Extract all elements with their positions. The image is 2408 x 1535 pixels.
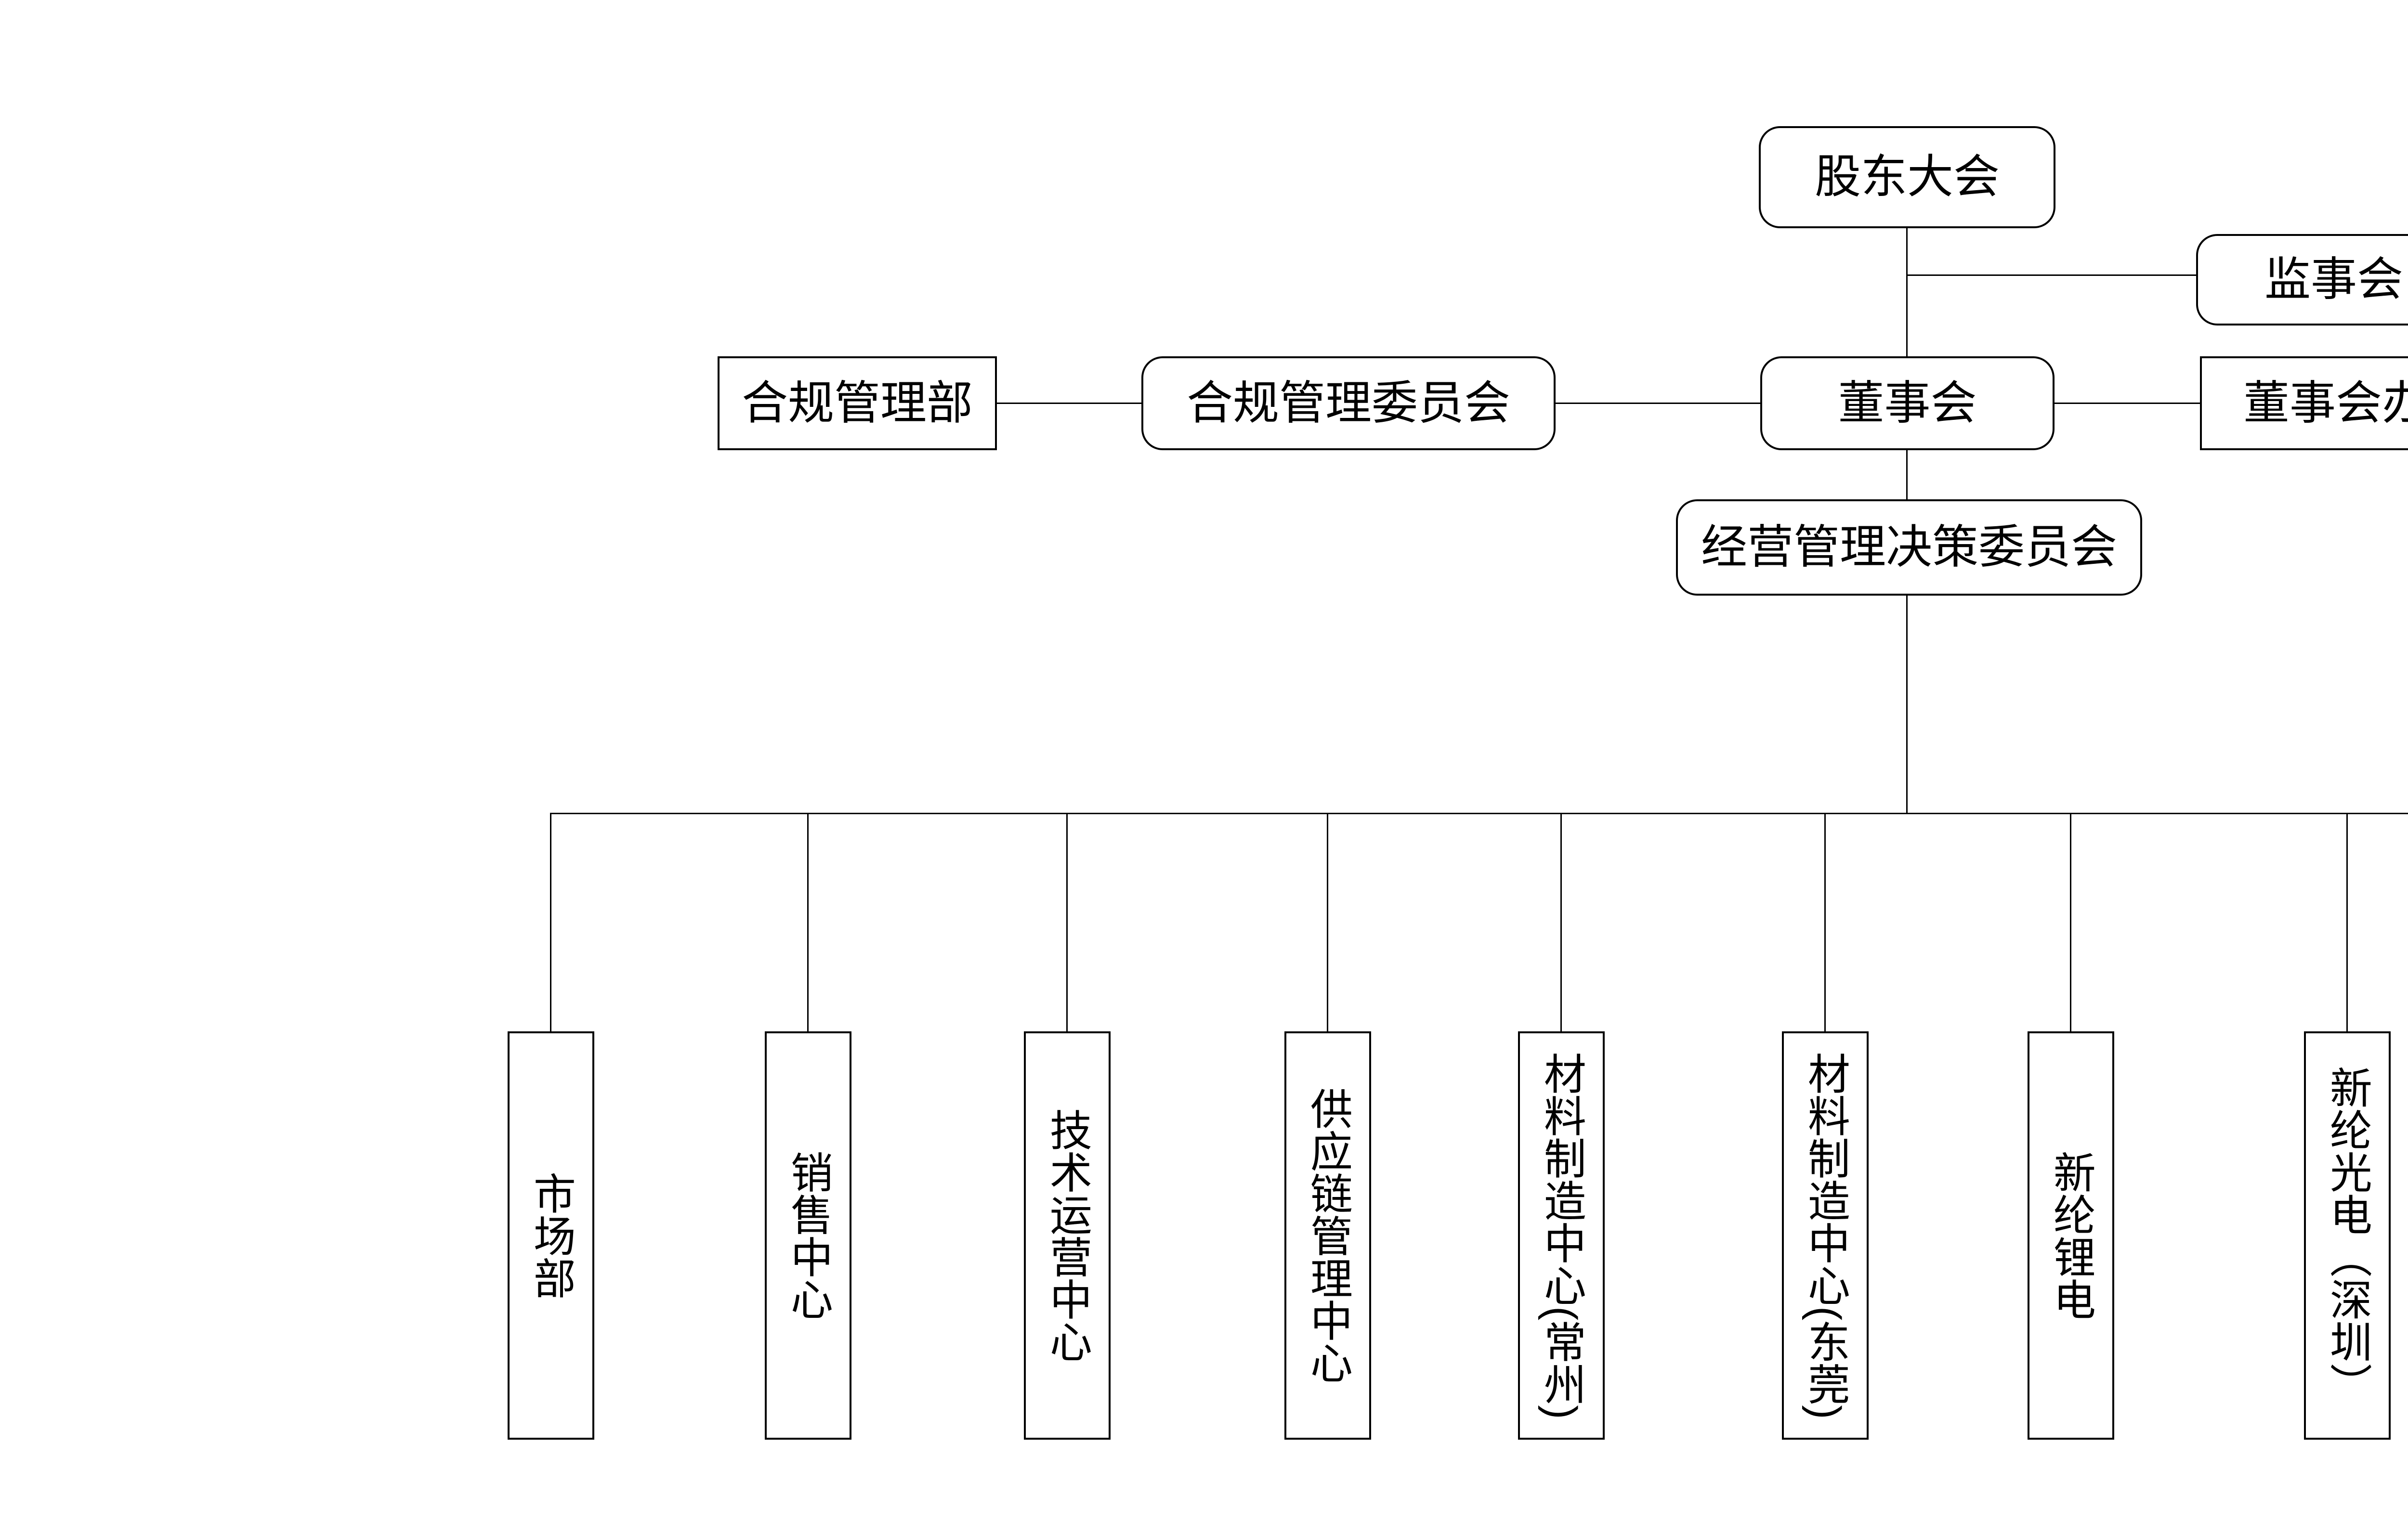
node-label: 合规管理委员会 <box>1187 377 1510 429</box>
connector-to-supervisory-board <box>1908 274 2197 276</box>
connector-board-to-office <box>2054 403 2201 404</box>
node-xinlun-optoelectronics-shenzhen: 新纶光电（深圳） <box>2304 1031 2391 1440</box>
connector-drop-1 <box>550 814 551 1032</box>
node-label: 市场部 <box>527 1172 576 1299</box>
node-shareholders-meeting: 股东大会 <box>1759 126 2055 228</box>
connector-board-to-management-committee <box>1906 449 1908 500</box>
node-supply-chain-center: 供应链管理中心 <box>1284 1031 1371 1440</box>
connector-compliance-dept-to-committee <box>996 403 1142 404</box>
connector-drop-8 <box>2346 814 2348 1032</box>
node-label: 监事会 <box>2264 254 2403 306</box>
connector-shareholders-to-board <box>1906 228 1908 357</box>
node-label: 董事会办公室 <box>2243 377 2408 429</box>
node-supervisory-board: 监事会 <box>2196 234 2408 325</box>
node-label: 合规管理部 <box>742 377 973 429</box>
node-label: 销售中心 <box>785 1151 833 1320</box>
node-compliance-department: 合规管理部 <box>718 356 997 450</box>
node-label: 新纶锂电 <box>2047 1151 2095 1320</box>
node-sales-center: 销售中心 <box>765 1031 851 1440</box>
node-label: 供应链管理中心 <box>1304 1087 1352 1384</box>
node-label: 技术运营中心 <box>1044 1108 1092 1363</box>
node-compliance-committee: 合规管理委员会 <box>1141 356 1556 450</box>
connector-drop-3 <box>1066 814 1068 1032</box>
connector-drop-5 <box>1560 814 1562 1032</box>
node-label: 经营管理决策委员会 <box>1701 521 2117 573</box>
node-tech-operations-center: 技术运营中心 <box>1024 1031 1111 1440</box>
node-label: 董事会 <box>1838 377 1977 429</box>
node-xinlun-lithium: 新纶锂电 <box>2028 1031 2114 1440</box>
connector-drop-4 <box>1327 814 1328 1032</box>
node-label: 股东大会 <box>1815 151 2000 203</box>
node-label: 新纶光电（深圳） <box>2324 1066 2372 1405</box>
connector-committee-to-board <box>1555 403 1761 404</box>
node-label: 材料制造中心(东莞) <box>1802 1052 1850 1419</box>
node-board-of-directors: 董事会 <box>1760 356 2055 450</box>
node-management-decision-committee: 经营管理决策委员会 <box>1676 499 2142 596</box>
node-label: 材料制造中心(常州) <box>1538 1052 1586 1419</box>
connector-drop-2 <box>807 814 809 1032</box>
connector-management-committee-to-bus <box>1906 595 1908 814</box>
connector-drop-7 <box>2070 814 2071 1032</box>
node-materials-mfg-dongguan: 材料制造中心(东莞) <box>1782 1031 1869 1440</box>
connector-distribution-bus <box>550 813 2408 814</box>
node-board-office: 董事会办公室 <box>2200 356 2408 450</box>
node-materials-mfg-changzhou: 材料制造中心(常州) <box>1518 1031 1605 1440</box>
node-marketing-dept: 市场部 <box>508 1031 594 1440</box>
connector-drop-6 <box>1824 814 1826 1032</box>
